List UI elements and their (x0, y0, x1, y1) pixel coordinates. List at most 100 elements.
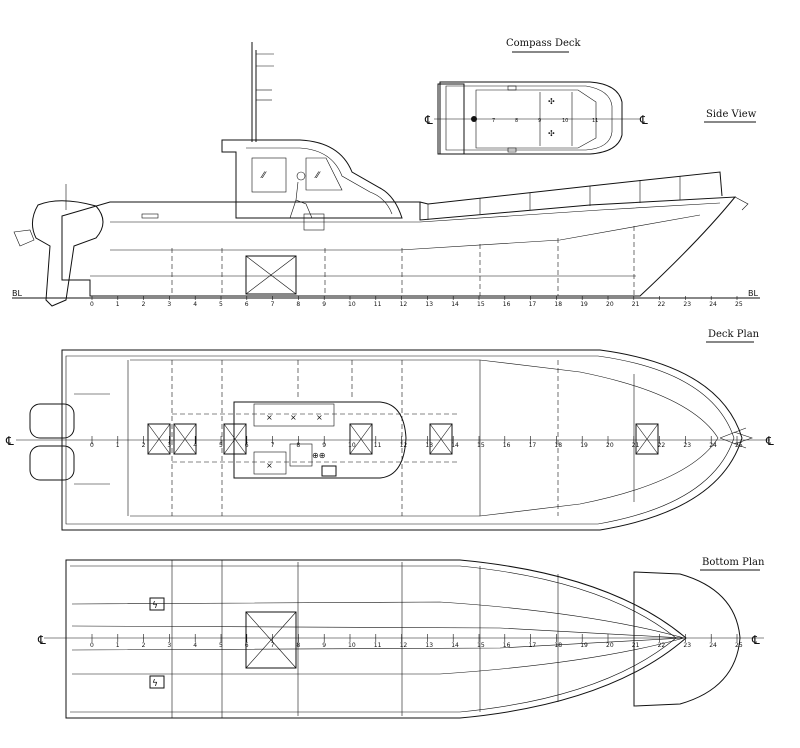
deck-centerline-symbol: ℄ (5, 434, 14, 448)
compass-deck-aft-block (437, 83, 465, 155)
frame-label: 3 (167, 642, 171, 649)
seat-icon: × (266, 413, 273, 422)
frame-label: 11 (592, 118, 598, 124)
frame-label: 12 (400, 642, 408, 649)
frame-label: 20 (606, 642, 614, 649)
hatch (223, 423, 247, 455)
frame-label: 10 (348, 642, 356, 649)
frame-label: 1 (116, 442, 120, 449)
foredeck-rail (419, 171, 723, 205)
bottom-keel-line (71, 637, 685, 651)
frame-label: 0 (90, 642, 94, 649)
frame-label: 9 (322, 301, 326, 308)
bottom-centerline-symbol: ℄ (37, 633, 46, 647)
frame-label: 10 (348, 301, 356, 308)
outboard-engine-plan (29, 445, 75, 481)
compass-icon (471, 116, 477, 122)
frame-label: 7 (492, 118, 495, 124)
seat-icon: × (266, 461, 273, 470)
frame-label: 7 (271, 642, 275, 649)
frame-label: 16 (503, 301, 511, 308)
helmsman-icon (296, 171, 306, 181)
wheelhouse-bench (253, 451, 287, 475)
frame-label: 14 (451, 301, 459, 308)
bow-bulb-outline (633, 571, 741, 707)
frame-label: 6 (245, 301, 249, 308)
frame-label: 21 (632, 642, 640, 649)
frame-label: 5 (219, 642, 223, 649)
frame-label: 2 (142, 301, 146, 308)
frame-label: 24 (709, 442, 717, 449)
frame-label: 11 (374, 642, 382, 649)
outboard-engine-plan (29, 403, 75, 439)
frame-label: 3 (167, 301, 171, 308)
frame-label: 1 (116, 642, 120, 649)
fish-hold-hatch-cross (245, 255, 297, 295)
hull-outline (61, 196, 737, 297)
compass-deck-fitting (507, 147, 517, 153)
wheelhouse-inner-line (246, 147, 393, 215)
frame-label: 13 (425, 442, 433, 449)
transducer-icon: ϟ (152, 679, 158, 689)
frame-label: 22 (658, 642, 666, 649)
seat-icon: × (290, 413, 297, 422)
compass-deck-centerline-symbol: ℄ (639, 113, 648, 127)
throttle-icon (321, 465, 337, 477)
frame-label: 16 (503, 442, 511, 449)
frame-label: 25 (735, 442, 743, 449)
transducer-icon (149, 597, 165, 611)
wheelhouse-window (305, 157, 343, 191)
compass-deck-inner-outline (445, 85, 613, 151)
frame-label: 12 (400, 442, 408, 449)
frame-label: 20 (606, 442, 614, 449)
frame-label: 8 (515, 118, 518, 124)
transducer-icon: ϟ (152, 601, 158, 611)
frame-label: 7 (271, 442, 275, 449)
frame-label: 18 (554, 301, 562, 308)
hatch (429, 423, 453, 455)
bottom-strake (72, 637, 685, 675)
fish-hold-hatch (245, 255, 297, 295)
frame-label: 22 (658, 442, 666, 449)
bottom-plan-title: Bottom Plan (702, 557, 765, 568)
baseline-label: BL (12, 289, 22, 298)
frame-label: 25 (735, 642, 743, 649)
bottom-strake (71, 601, 685, 639)
deck-plan-title: Deck Plan (708, 329, 760, 340)
compass-deck-roof-panel (475, 89, 597, 149)
frame-label: 24 (709, 642, 717, 649)
compass-deck-outline (439, 81, 623, 155)
chine-line (110, 214, 701, 251)
frame-label: 1 (116, 301, 120, 308)
frame-label: 5 (219, 301, 223, 308)
bottom-hatch (245, 611, 297, 669)
frame-label: 13 (425, 301, 433, 308)
frame-label: 11 (374, 442, 382, 449)
frame-label: 21 (632, 442, 640, 449)
side-view: ⁄⁄ ⁄⁄ (12, 42, 760, 308)
seat-icon: × (316, 413, 323, 422)
frame-label: 4 (193, 301, 197, 308)
deck-centerline-symbol: ℄ (765, 434, 774, 448)
compass-deck-fitting (507, 85, 517, 91)
compass-deck-hatch-icon: ✣ (548, 129, 555, 138)
frame-label: 23 (683, 642, 691, 649)
deck-plan-view: × × × × ⊕⊕ (5, 341, 774, 531)
frame-label: 19 (580, 642, 588, 649)
hatch (635, 423, 659, 455)
helmsman-icon (289, 181, 313, 219)
window-glass-icon: ⁄⁄ (314, 171, 322, 181)
frame-label: 9 (322, 642, 326, 649)
helm-controls-icon: ⊕⊕ (312, 451, 325, 460)
frame-label: 10 (562, 118, 568, 124)
compass-deck-centerline-symbol: ℄ (424, 113, 433, 127)
hatch (147, 423, 171, 455)
deck-cockpit-line (130, 359, 719, 517)
frame-label: 21 (632, 301, 640, 308)
hatch (173, 423, 197, 455)
frame-label: 23 (683, 442, 691, 449)
